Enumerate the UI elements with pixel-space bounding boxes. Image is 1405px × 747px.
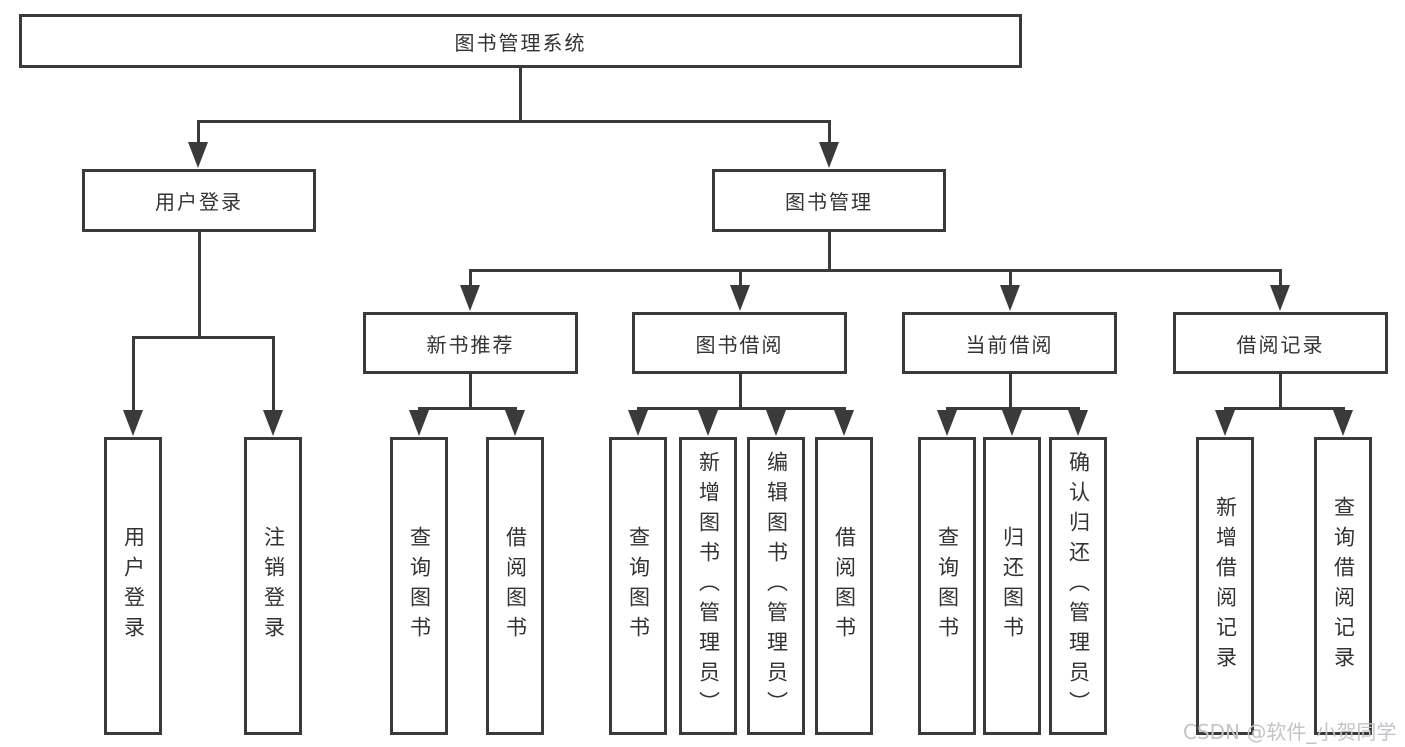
leaf-return-books: 归还图书 xyxy=(983,437,1041,735)
node-current-borrow: 当前借阅 xyxy=(902,312,1117,374)
leaf-query-books-current-label: 查询图书 xyxy=(935,526,960,646)
node-borrow-records-label: 借阅记录 xyxy=(1236,332,1325,357)
connector-currentborrow-stem xyxy=(1009,269,1012,287)
connector-root-stem xyxy=(519,68,522,120)
arrowhead-newbook xyxy=(460,285,480,311)
leaf-edit-book-admin-label: 编辑图书（管理员） xyxy=(764,451,789,721)
node-book-borrow-label: 图书借阅 xyxy=(695,332,784,357)
leaf-borrow-books-recommend-label: 借阅图书 xyxy=(503,526,528,646)
node-user-login: 用户登录 xyxy=(82,169,316,232)
arrowhead-borrowrecords-leaf2 xyxy=(1333,410,1353,436)
watermark: CSDN @软件_小贺同学 xyxy=(1183,720,1397,744)
leaf-query-books-recommend: 查询图书 xyxy=(390,437,448,735)
arrowhead-bookborrow xyxy=(730,285,750,311)
connector-user-login-stem xyxy=(197,120,200,144)
leaf-borrow-books-recommend: 借阅图书 xyxy=(486,437,544,735)
connector-login-leaf1-stem xyxy=(132,336,135,412)
leaf-confirm-return-admin-label: 确认归还（管理员） xyxy=(1066,451,1091,721)
leaf-logout-label: 注销登录 xyxy=(261,526,286,646)
connector-bookborrow-down xyxy=(739,374,742,407)
connector-currentborrow-down xyxy=(1009,374,1012,407)
connector-newbook-rail xyxy=(418,407,517,410)
arrowhead-bookborrow-leaf3 xyxy=(766,410,786,436)
node-new-book-recommend-label: 新书推荐 xyxy=(426,332,515,357)
leaf-query-books-recommend-label: 查询图书 xyxy=(407,526,432,646)
arrowhead-newbook-leaf1 xyxy=(409,410,429,436)
leaf-query-borrow-record: 查询借阅记录 xyxy=(1314,437,1372,735)
leaf-add-book-admin-label: 新增图书（管理员） xyxy=(696,451,721,721)
node-new-book-recommend: 新书推荐 xyxy=(363,312,578,374)
leaf-logout: 注销登录 xyxy=(244,437,302,735)
connector-bookmgmt-down xyxy=(828,232,831,269)
arrowhead-bookborrow-leaf1 xyxy=(628,410,648,436)
arrowhead-borrowrecords xyxy=(1270,285,1290,311)
leaf-return-books-label: 归还图书 xyxy=(1000,526,1025,646)
connector-bookborrow-rail xyxy=(637,407,846,410)
node-book-borrow: 图书借阅 xyxy=(632,312,847,374)
leaf-query-books-current: 查询图书 xyxy=(918,437,976,735)
node-book-management: 图书管理 xyxy=(712,169,946,232)
leaf-add-book-admin: 新增图书（管理员） xyxy=(679,437,737,735)
leaf-add-borrow-record-label: 新增借阅记录 xyxy=(1213,496,1238,676)
connector-level2-rail xyxy=(197,120,831,123)
arrowhead-borrowrecords-leaf1 xyxy=(1215,410,1235,436)
connector-newbook-down xyxy=(469,374,472,407)
arrowhead-bookborrow-leaf4 xyxy=(834,410,854,436)
leaf-borrow-books: 借阅图书 xyxy=(815,437,873,735)
connector-borrowrecords-stem xyxy=(1279,269,1282,287)
node-library-system: 图书管理系统 xyxy=(19,14,1022,68)
leaf-confirm-return-admin: 确认归还（管理员） xyxy=(1049,437,1107,735)
connector-login-down xyxy=(198,232,201,336)
connector-borrowrecords-down xyxy=(1279,374,1282,407)
connector-login-rail xyxy=(132,336,275,339)
arrowhead-bookborrow-leaf2 xyxy=(698,410,718,436)
leaf-borrow-books-label: 借阅图书 xyxy=(832,526,857,646)
arrowhead-currentborrow xyxy=(1000,285,1020,311)
node-current-borrow-label: 当前借阅 xyxy=(965,332,1054,357)
arrowhead-login-leaf1 xyxy=(123,410,143,436)
connector-newbook-stem xyxy=(469,269,472,287)
connector-borrowrecords-rail xyxy=(1224,407,1345,410)
leaf-query-borrow-record-label: 查询借阅记录 xyxy=(1331,496,1356,676)
leaf-user-login-label: 用户登录 xyxy=(121,526,146,646)
arrowhead-currentborrow-leaf3 xyxy=(1068,410,1088,436)
leaf-user-login: 用户登录 xyxy=(104,437,162,735)
node-user-login-label: 用户登录 xyxy=(155,190,243,214)
connector-book-mgmt-stem xyxy=(828,120,831,144)
connector-login-leaf2-stem xyxy=(272,336,275,412)
leaf-query-books-borrow: 查询图书 xyxy=(609,437,667,735)
arrowhead-login-leaf2 xyxy=(263,410,283,436)
connector-bookborrow-stem xyxy=(739,269,742,287)
node-library-system-label: 图书管理系统 xyxy=(454,30,587,55)
leaf-add-borrow-record: 新增借阅记录 xyxy=(1196,437,1254,735)
leaf-query-books-borrow-label: 查询图书 xyxy=(626,526,651,646)
arrowhead-currentborrow-leaf2 xyxy=(1002,410,1022,436)
leaf-edit-book-admin: 编辑图书（管理员） xyxy=(747,437,805,735)
arrowhead-currentborrow-leaf1 xyxy=(937,410,957,436)
connector-level3-rail xyxy=(469,269,1282,272)
node-book-management-label: 图书管理 xyxy=(785,190,873,214)
arrowhead-book-mgmt xyxy=(819,142,839,168)
arrowhead-user-login xyxy=(188,142,208,168)
node-borrow-records: 借阅记录 xyxy=(1173,312,1388,374)
arrowhead-newbook-leaf2 xyxy=(505,410,525,436)
